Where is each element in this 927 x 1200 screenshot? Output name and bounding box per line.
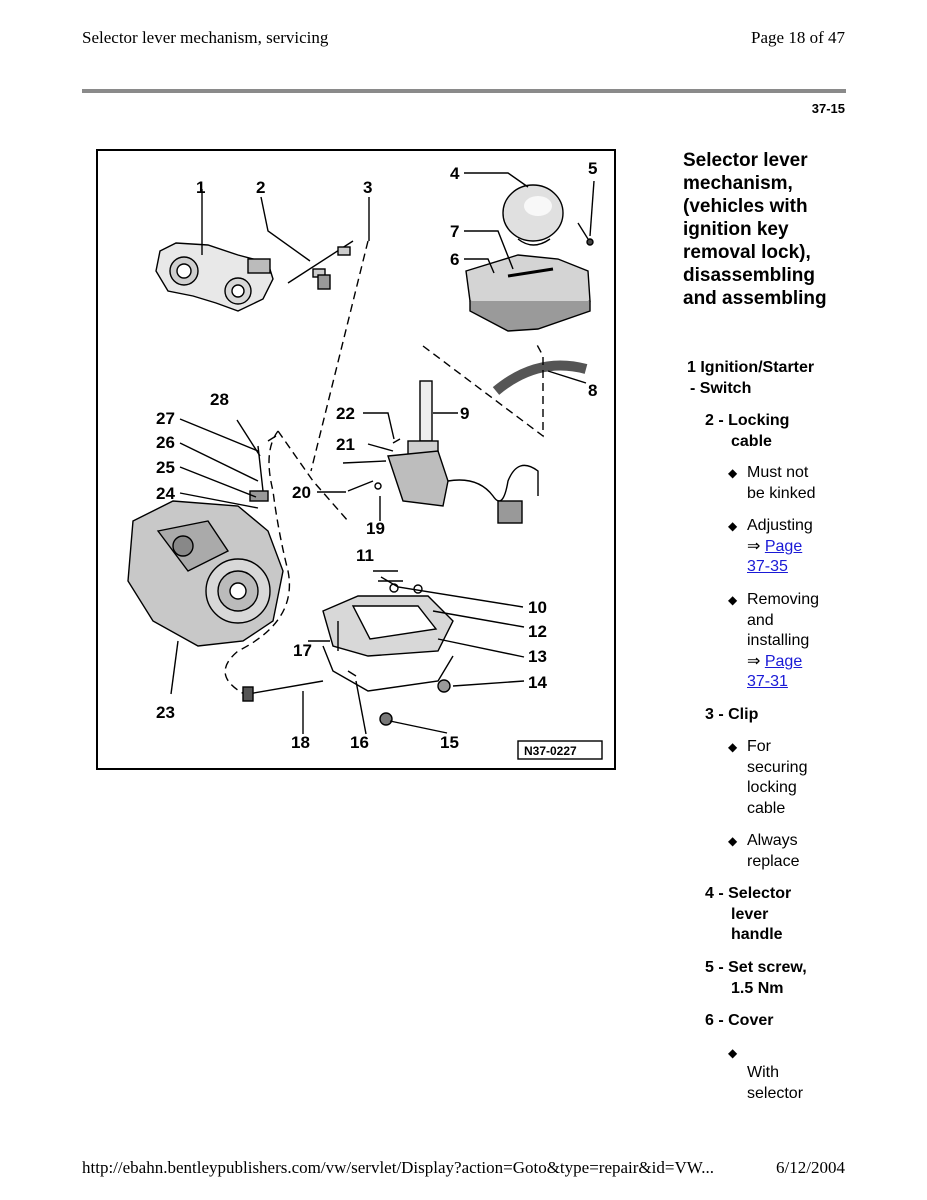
bullet-diamond-icon: ◆	[728, 466, 738, 480]
callout-28: 28	[210, 390, 229, 409]
callout-19: 19	[366, 519, 385, 538]
header-divider	[82, 89, 846, 93]
bullet-diamond-icon: ◆	[728, 740, 738, 754]
callout-21: 21	[336, 435, 355, 454]
callout-1: 1	[196, 178, 205, 197]
callout-7: 7	[450, 222, 459, 241]
callout-12: 12	[528, 622, 547, 641]
item-2: 2 - Locking cable	[705, 412, 790, 450]
callout-4: 4	[450, 164, 460, 183]
section-number: 37-15	[811, 101, 845, 116]
callout-2: 2	[256, 178, 265, 197]
item-1: 1 Ignition/Starter - Switch	[687, 359, 815, 397]
bullet-diamond-icon: ◆	[728, 593, 738, 607]
callout-17: 17	[293, 641, 312, 660]
arrow-icon: ⇒	[747, 652, 761, 670]
link-page-37-35-num[interactable]: 37-35	[747, 558, 788, 575]
note-always-replace: ◆ Always replace	[728, 832, 800, 870]
callout-16: 16	[350, 733, 369, 752]
footer-url: http://ebahn.bentleypublishers.com/vw/se…	[82, 1158, 714, 1177]
callout-23: 23	[156, 703, 175, 722]
page-header-title: Selector lever mechanism, servicing	[82, 28, 329, 47]
callout-15: 15	[440, 733, 459, 752]
note-for-securing: ◆ For securing locking cable	[728, 738, 808, 817]
callout-24: 24	[156, 484, 175, 503]
footer-date: 6/12/2004	[776, 1158, 845, 1177]
link-page-37-31-num[interactable]: 37-31	[747, 673, 788, 690]
note-adjusting: ◆ Adjusting ⇒ Page 37-35	[728, 517, 813, 575]
link-page-37-31[interactable]: Page	[764, 652, 803, 670]
callout-18: 18	[291, 733, 310, 752]
callout-25: 25	[156, 458, 175, 477]
bullet-diamond-icon: ◆	[728, 834, 738, 848]
callout-10: 10	[528, 598, 547, 617]
callout-20: 20	[292, 483, 311, 502]
bullet-diamond-icon: ◆	[728, 1046, 738, 1060]
page-number: Page 18 of 47	[751, 28, 845, 47]
item-5: 5 - Set screw, 1.5 Nm	[705, 959, 807, 997]
callout-3: 3	[363, 178, 372, 197]
bullet-diamond-icon: ◆	[728, 519, 738, 533]
procedure-title: Selector lever mechanism, (vehicles with…	[683, 150, 827, 309]
callout-5: 5	[588, 159, 597, 178]
arrow-icon: ⇒	[747, 537, 761, 555]
item-6: 6 - Cover	[705, 1012, 774, 1029]
item-3: 3 - Clip	[705, 706, 759, 723]
callout-22: 22	[336, 404, 355, 423]
note-removing-installing: ◆ Removing and installing ⇒ Page 37-31	[728, 591, 820, 690]
callout-8: 8	[588, 381, 597, 400]
callout-27: 27	[156, 409, 175, 428]
item-4: 4 - Selector lever handle	[705, 885, 792, 943]
exploded-diagram: 1 2 3 4 5 6 7 8 9 10 11 12 13 14 15 16 1…	[96, 149, 616, 770]
note-with-selector: ◆ With selector	[728, 1043, 803, 1104]
diagram-drawing: 1 2 3 4 5 6 7 8 9 10 11 12 13 14 15 16 1…	[127, 159, 603, 760]
note-must-not-be-kinked: ◆ Must not be kinked	[728, 464, 816, 502]
callout-11: 11	[356, 546, 374, 565]
link-page-37-35[interactable]: Page	[764, 537, 803, 555]
callout-14: 14	[528, 673, 547, 692]
callout-13: 13	[528, 647, 547, 666]
callout-26: 26	[156, 433, 175, 452]
figure-ref: N37-0227	[524, 744, 577, 758]
figure-ref-box	[517, 740, 603, 760]
callout-9: 9	[460, 404, 469, 423]
callout-6: 6	[450, 250, 459, 269]
